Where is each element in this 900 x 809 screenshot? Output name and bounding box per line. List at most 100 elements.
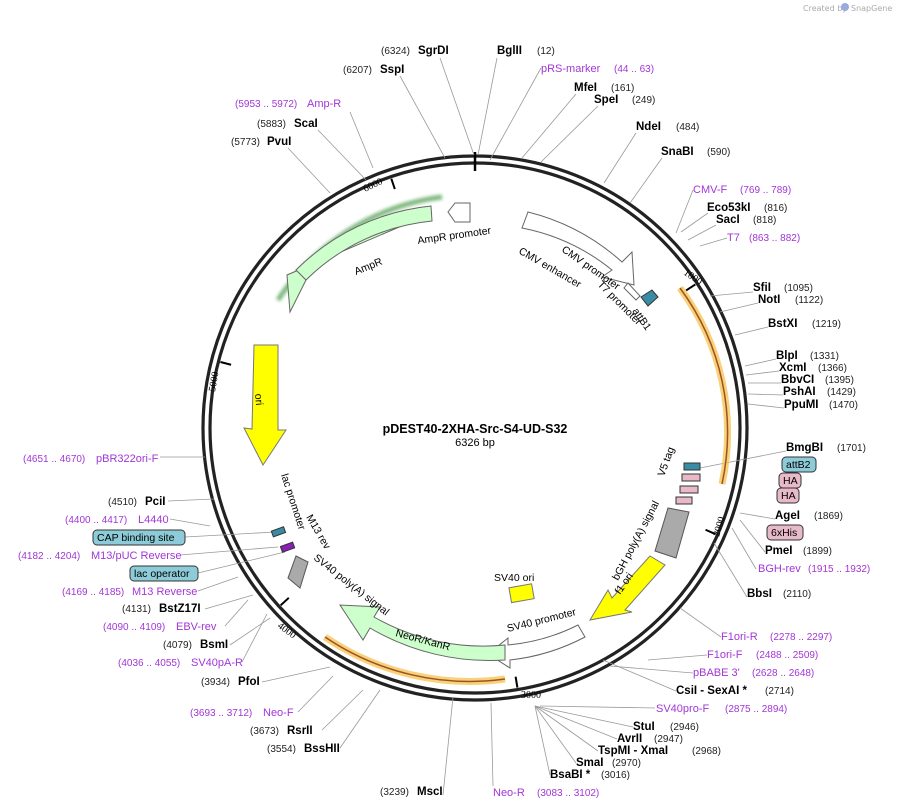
- primer-t7[interactable]: T7: [727, 232, 740, 244]
- site-saci-pos: (818): [753, 215, 776, 226]
- site-smai[interactable]: SmaI: [576, 757, 604, 769]
- primer-m13-puc-reverse[interactable]: M13/pUC Reverse: [91, 550, 181, 562]
- neo-line: [324, 636, 506, 683]
- site-spei[interactable]: SpeI: [594, 94, 618, 106]
- site-blpi[interactable]: BlpI: [776, 350, 798, 362]
- primer-pbr322ori-f[interactable]: pBR322ori-F: [96, 453, 159, 465]
- site-pcii[interactable]: PciI: [145, 496, 165, 508]
- leader-line-t7: [699, 237, 728, 247]
- site-bsmi[interactable]: BsmI: [200, 639, 228, 651]
- site-snabi[interactable]: SnaBI: [661, 146, 694, 158]
- site-xcmi[interactable]: XcmI: [779, 362, 807, 374]
- site-pvui-pos: (5773): [231, 137, 260, 148]
- site-stui-pos: (2946): [670, 722, 699, 733]
- leader-line-snabi: [629, 157, 663, 204]
- badge-cap-binding-site[interactable]: [92, 529, 186, 546]
- site-pmei[interactable]: PmeI: [765, 545, 793, 557]
- badge-6xhis[interactable]: [766, 524, 804, 541]
- site-pvui[interactable]: PvuI: [267, 136, 291, 148]
- site-tspmi-xmai[interactable]: TspMI - XmaI: [598, 745, 668, 757]
- badge-ha-2[interactable]: [776, 487, 800, 504]
- site-eco53ki[interactable]: Eco53kI: [707, 202, 750, 214]
- site-bstxi-pos: (1219): [812, 319, 841, 330]
- primer-f1ori-r[interactable]: F1ori-R: [721, 631, 758, 643]
- site-mfei[interactable]: MfeI: [574, 82, 597, 94]
- leader-line-scai: [317, 129, 367, 181]
- site-pfoi[interactable]: PfoI: [238, 676, 260, 688]
- primer-ebv-rev[interactable]: EBV-rev: [176, 621, 217, 633]
- site-bsshii[interactable]: BssHII: [304, 743, 340, 755]
- leader-line-bsabi: [534, 705, 551, 776]
- site-bbvci[interactable]: BbvCI: [781, 374, 814, 386]
- site-bsabi[interactable]: BsaBI *: [550, 769, 591, 781]
- site-noti[interactable]: NotI: [758, 294, 780, 306]
- tick-mark-1000: [685, 283, 696, 292]
- primer-neo-r-pos: (3083 .. 3102): [537, 788, 599, 799]
- site-ndei[interactable]: NdeI: [636, 121, 661, 133]
- site-msci[interactable]: MscI: [417, 786, 443, 798]
- primer-bgh-rev[interactable]: BGH-rev: [758, 563, 801, 575]
- site-scai[interactable]: ScaI: [294, 118, 318, 130]
- leader-line-prsmarker: [489, 67, 542, 161]
- leader-line-ebvrev: [224, 599, 249, 627]
- plasmid-size: 6326 bp: [455, 437, 495, 449]
- primer-f1ori-f[interactable]: F1ori-F: [707, 649, 743, 661]
- site-sspi[interactable]: SspI: [380, 64, 404, 76]
- label-m13-rev: M13 rev: [303, 513, 333, 552]
- primer-sv40pa-r[interactable]: SV40pA-R: [191, 657, 243, 669]
- site-bbsi-pos: (2110): [783, 589, 811, 600]
- site-saci[interactable]: SacI: [716, 214, 740, 226]
- site-agei[interactable]: AgeI: [775, 510, 800, 522]
- primer-amp-r[interactable]: Amp-R: [307, 98, 341, 110]
- primer-pbabe-3-pos: (2628 .. 2648): [752, 668, 814, 679]
- primer-m13-reverse[interactable]: M13 Reverse: [132, 586, 197, 598]
- primer-cmv-f-pos: (769 .. 789): [740, 185, 791, 196]
- leader-line-f1orir: [679, 607, 722, 638]
- site-scai-pos: (5883): [257, 119, 286, 130]
- site-rsrii[interactable]: RsrII: [287, 725, 313, 737]
- primer-pbabe-3[interactable]: pBABE 3': [693, 667, 740, 679]
- leader-line-l4440: [169, 518, 211, 527]
- site-pshai[interactable]: PshAI: [783, 386, 816, 398]
- feature-layer: [243, 194, 732, 685]
- site-sfii[interactable]: SfiI: [753, 282, 771, 294]
- primer-sv40pro-f-pos: (2875 .. 2894): [725, 704, 787, 715]
- snapgene-logo-icon: [841, 3, 849, 11]
- site-csii-sexai[interactable]: CsiI - SexAI *: [676, 685, 747, 697]
- label-ampr: AmpR: [353, 256, 385, 278]
- leader-line-mfei: [521, 93, 577, 159]
- primer-neo-f[interactable]: Neo-F: [263, 707, 294, 719]
- site-sgrdi[interactable]: SgrDI: [418, 45, 449, 57]
- site-bmgbi[interactable]: BmgBI: [786, 442, 823, 454]
- leader-line-neor: [490, 702, 494, 787]
- site-pmei-pos: (1899): [803, 546, 832, 557]
- badge-attb2-label: attB2: [786, 459, 811, 471]
- primer-neo-r[interactable]: Neo-R: [493, 787, 525, 799]
- primer-l4440[interactable]: L4440: [138, 514, 169, 526]
- badge-ha-1-label: HA: [783, 475, 798, 487]
- site-xcmi-pos: (1366): [818, 363, 847, 374]
- tick-1000: 1000: [681, 267, 704, 287]
- site-bbsi[interactable]: BbsI: [747, 588, 772, 600]
- site-ndei-pos: (484): [676, 122, 699, 133]
- leader-line-bmgbi: [699, 450, 787, 469]
- site-stui[interactable]: StuI: [633, 721, 655, 733]
- primer-prs-marker[interactable]: pRS-marker: [541, 63, 601, 75]
- site-bstz17i[interactable]: BstZ17I: [159, 603, 201, 615]
- orf-glow: [677, 285, 732, 485]
- primer-cmv-f[interactable]: CMV-F: [693, 184, 728, 196]
- leader-line-spei: [540, 105, 599, 163]
- watermark-text: Created by: [803, 4, 847, 13]
- site-bstxi[interactable]: BstXI: [768, 318, 797, 330]
- label-sv40-ori: SV40 ori: [494, 572, 534, 584]
- primer-sv40pro-f[interactable]: SV40pro-F: [656, 703, 709, 715]
- badge-lac-operator[interactable]: [129, 565, 199, 582]
- site-snabi-pos: (590): [707, 147, 730, 158]
- badge-attb2[interactable]: [781, 456, 817, 473]
- site-ppumi[interactable]: PpuMI: [784, 399, 819, 411]
- site-bglii[interactable]: BglII: [497, 45, 522, 57]
- site-avrii[interactable]: AvrII: [617, 733, 642, 745]
- leader-line-m13pucrev: [179, 546, 279, 556]
- leader-line-bsshii: [339, 689, 381, 749]
